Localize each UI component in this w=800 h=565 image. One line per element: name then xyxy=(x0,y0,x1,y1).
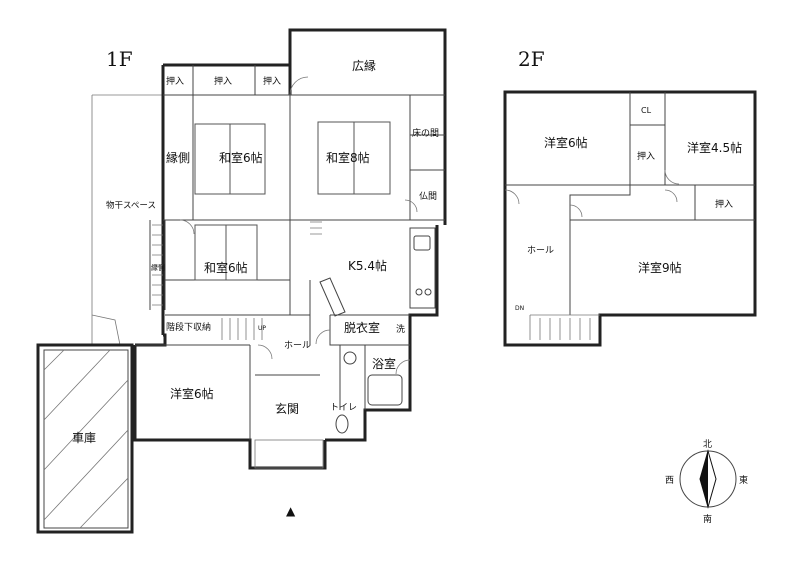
toilet-label: トイレ xyxy=(330,403,357,413)
north-arrow-icon xyxy=(700,451,708,507)
stair-storage-label: 階段下収納 xyxy=(166,321,211,333)
door-swings xyxy=(179,76,418,375)
drying-space-outline xyxy=(91,94,163,346)
compass-east: 東 xyxy=(739,474,748,486)
closet-label: 押入 xyxy=(214,75,232,87)
entrance-marker: ▲ xyxy=(286,504,296,518)
entrance-step xyxy=(254,439,324,469)
kitchen-counter xyxy=(409,227,436,309)
compass: 北 南 東 西 xyxy=(665,439,748,525)
stove-burner-icon xyxy=(415,288,423,296)
closet-label: 押入 xyxy=(715,198,733,210)
laundry-label: 洗 xyxy=(396,323,405,335)
hall-label: ホール xyxy=(284,340,311,351)
sink-icon xyxy=(413,235,431,251)
western-room-label: 洋室6帖 xyxy=(544,135,588,150)
veranda-label: 縁側 xyxy=(166,150,190,165)
staircase-1f xyxy=(221,221,322,340)
changing-room-label: 脱衣室 xyxy=(344,320,380,335)
engawa-slats xyxy=(152,224,163,306)
floor-2-label: 2F xyxy=(518,47,545,71)
wall xyxy=(133,345,327,470)
wall xyxy=(408,225,439,345)
japanese-room-label: 和室6帖 xyxy=(219,150,263,165)
closet-label: CL xyxy=(641,106,652,115)
western-room-label: 洋室4.5帖 xyxy=(687,140,742,155)
partition xyxy=(569,185,755,315)
door-swings xyxy=(504,169,680,218)
kitchen-label: K5.4帖 xyxy=(348,258,387,273)
partition xyxy=(569,185,631,220)
garage xyxy=(36,343,134,534)
floor-2: 2F CL 洋室6帖 押入 洋室4.5帖 押入 ホール 洋室9帖 DN xyxy=(503,47,757,347)
western-room-label: 洋室6帖 xyxy=(170,386,214,401)
partition xyxy=(410,134,445,171)
bathtub-icon xyxy=(367,374,403,406)
compass-north: 北 xyxy=(703,439,712,450)
alcove-label: 床の間 xyxy=(412,127,439,139)
floor-1-label: 1F xyxy=(106,47,133,71)
partition xyxy=(149,220,166,310)
japanese-room-label: 和室6帖 xyxy=(204,260,248,275)
japanese-room-label: 和室8帖 xyxy=(326,150,370,165)
closet-label: 押入 xyxy=(637,150,655,162)
stair-up-label: UP xyxy=(258,325,266,332)
partition xyxy=(329,315,410,410)
partition xyxy=(505,92,755,186)
western-room-label: 洋室9帖 xyxy=(638,260,682,275)
hall-label: ホール xyxy=(527,245,554,256)
staircase-2f xyxy=(529,314,600,340)
bathroom-label: 浴室 xyxy=(372,356,396,371)
entrance-hall-label: 玄関 xyxy=(275,401,299,416)
washbasin-icon xyxy=(343,351,357,365)
closet-label: 押入 xyxy=(166,75,184,87)
veranda-label: 縁側 xyxy=(151,263,165,272)
toilet-icon xyxy=(335,414,349,434)
partition xyxy=(165,279,410,345)
wide-veranda-label: 広縁 xyxy=(352,58,376,73)
partition xyxy=(192,65,256,95)
partition xyxy=(163,95,445,315)
partition xyxy=(135,344,320,440)
altar-room-label: 仏間 xyxy=(419,191,437,202)
stove-burner-icon xyxy=(424,288,432,296)
floor-1: 1F 物干スペース xyxy=(36,28,447,534)
compass-south: 南 xyxy=(703,513,712,525)
compass-west: 西 xyxy=(665,475,674,486)
kitchen-island xyxy=(319,277,346,317)
drying-space-label: 物干スペース xyxy=(106,200,156,211)
wall xyxy=(163,28,447,225)
closet-label: 押入 xyxy=(263,75,281,87)
garage-label: 車庫 xyxy=(72,431,96,445)
stair-down-label: DN xyxy=(515,305,524,312)
wall xyxy=(135,333,167,347)
